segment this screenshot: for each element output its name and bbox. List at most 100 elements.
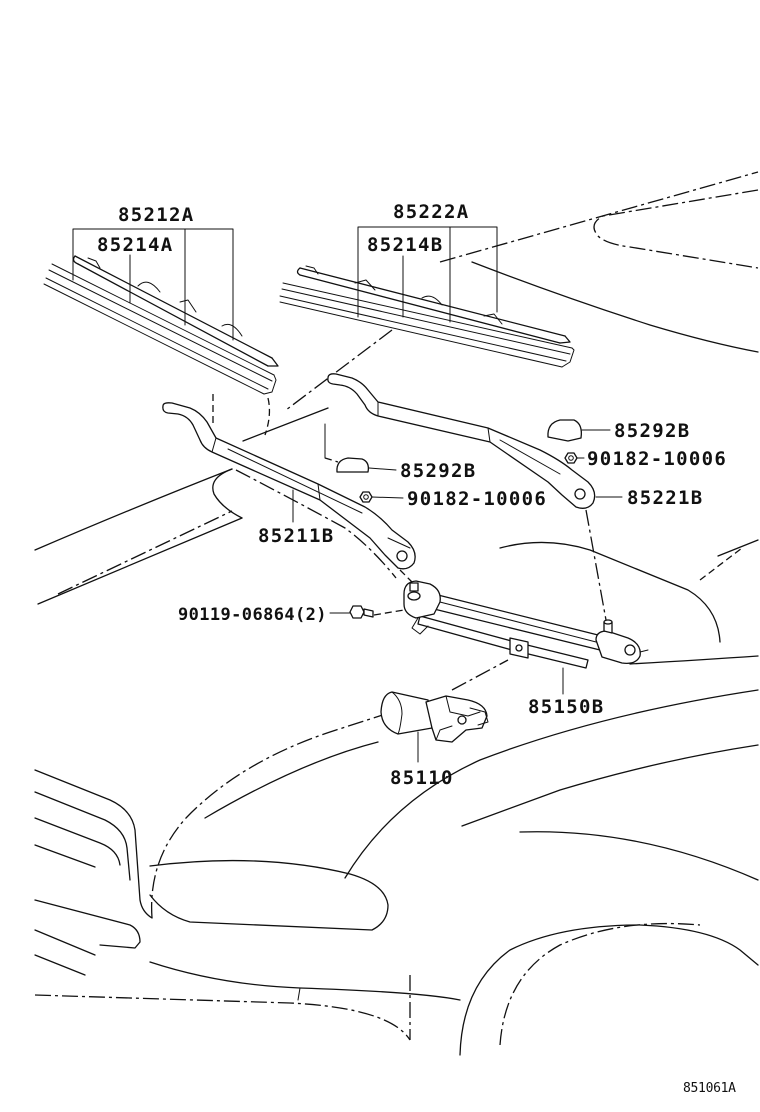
diagram-code: 851061A [683,1081,736,1096]
bumper-mark-line [297,987,301,1001]
arm-right-body [327,373,596,509]
grille-bar [34,844,96,868]
callout-bolt[interactable]: 90119-06864(2) [178,605,327,625]
refill-strip-line [43,283,265,395]
blade-frame-tip [72,255,79,265]
wiper-arm-left [162,402,416,570]
leader-bracket-blade-left [72,228,234,341]
wiper-blade-left [43,255,279,395]
wiper-motor [380,691,489,743]
blade-frame-end [559,335,571,344]
cowl-mark-dash [324,457,339,463]
arm-left-channel [227,448,363,514]
bolt [349,605,374,619]
motor-mount-tab [435,725,453,741]
callout-motor[interactable]: 85110 [390,767,454,789]
windshield-glass-line [593,189,759,269]
motor-gearbox-line [445,695,481,717]
callout-blade-right[interactable]: 85222A [393,201,469,223]
motor-body [380,691,433,735]
blade-yoke [483,313,503,325]
link-right-crank-joint [624,644,636,656]
hood-right-edge-line [499,541,721,643]
arm-left-bend [211,437,217,453]
assembly-guide-lines [212,394,607,691]
blade-frame-bottom [299,274,561,344]
link-bracket-hole [515,644,523,652]
refill-strip-line [282,282,573,349]
wiper-refill-right [279,282,575,368]
grille-bar [34,954,86,976]
guide-line [264,397,271,436]
wiper-arm-right [327,373,596,509]
blade-frame-tip [296,267,301,276]
grille-bar [34,929,96,956]
callout-arm-left[interactable]: 85211B [258,525,334,547]
blade-frame-top [299,267,566,337]
blade-yoke [137,281,161,293]
grille-outer-line [34,769,153,919]
arm-right-pivot [574,488,586,500]
arm-left-pivot [396,550,408,562]
guide-line [585,509,607,621]
callout-refill-left[interactable]: 85214A [97,234,173,256]
blade-frame-end [267,357,279,367]
refill-strip-line [51,263,275,376]
cowl-right-line [629,655,759,665]
leader-cap-left [368,467,397,471]
wheel-arch-line [459,924,759,1056]
grille-bar [34,899,141,949]
hood-fold-line [37,517,243,605]
blade-yoke [221,323,243,337]
refill-strip-line [279,301,563,368]
blade-yoke [305,265,319,275]
blade-yoke [87,257,101,269]
wiper-link-assembly [403,580,649,669]
hood-front-centre-line [150,711,393,919]
refill-strip-line [48,269,273,382]
nut-left [359,491,373,503]
callout-nut-right[interactable]: 90182-10006 [587,448,727,470]
callout-refill-right[interactable]: 85214B [367,234,443,256]
leader-lines [72,226,623,763]
callout-link[interactable]: 85150B [528,696,604,718]
blade-frame-top [74,255,273,359]
refill-strip-line [281,288,571,355]
wiper-refill-left [43,263,277,395]
cowl-base-line [235,469,397,579]
callout-blade-left[interactable]: 85212A [118,204,194,226]
wiper-blade-right [279,265,575,368]
grille-bar [34,817,121,866]
arm-right-channel [499,439,561,475]
blade-frame-bottom [77,263,269,367]
vehicle-body-outline [34,171,759,1056]
bumper-line [149,961,461,1001]
hood-edge-line [34,468,233,551]
callout-cap-left[interactable]: 85292B [400,460,476,482]
leader-bracket-blade-right [357,226,498,323]
arm-left-body [162,402,416,570]
arm-cap-left [336,457,370,473]
callout-nut-left[interactable]: 90182-10006 [407,488,547,510]
windshield-corner-line [212,468,243,519]
motor-crank [469,707,489,726]
hood-centre-line [57,510,233,595]
headlamp-outline [149,859,389,931]
link-right-crank [639,649,649,653]
nut-right-bore [568,455,574,461]
callouts: 85212A 85214A 85222A 85214B 85292B 90182… [97,201,736,1096]
blade-yoke [179,299,197,313]
windshield-edge-line [439,171,759,263]
nut-left-hex [359,491,373,503]
motor-output-shaft [457,715,467,725]
link-left-pivot-boss [407,591,421,601]
fender-dash-line [699,547,743,581]
nut-left-bore [363,494,369,500]
blade-yoke [354,279,376,291]
hood-side-line [344,689,759,879]
callout-cap-right[interactable]: 85292B [614,420,690,442]
callout-arm-right[interactable]: 85221B [627,487,703,509]
grille [34,769,153,976]
bolt-shank [363,608,374,618]
